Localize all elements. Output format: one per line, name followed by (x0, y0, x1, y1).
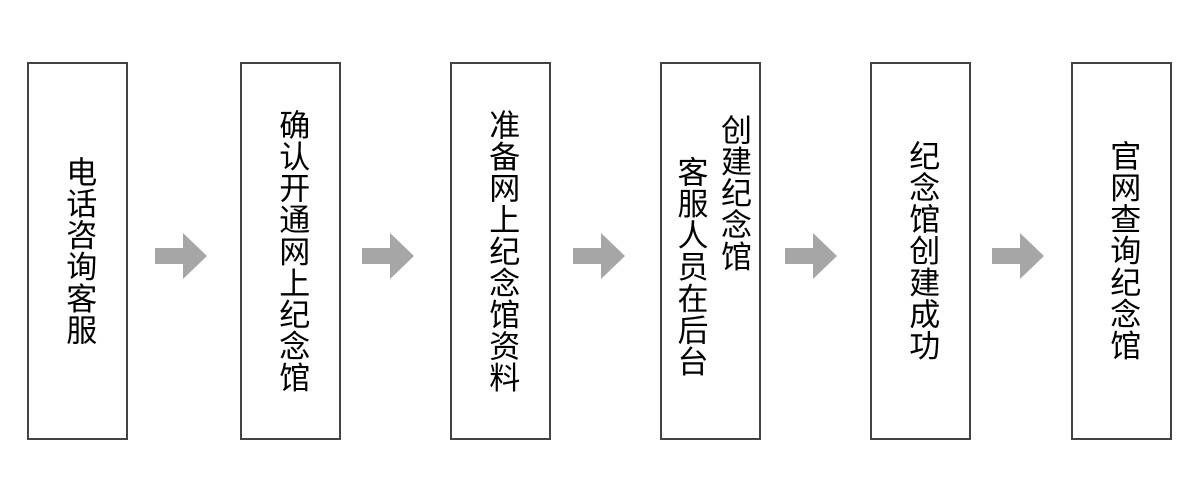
arrow-right-icon (362, 231, 414, 281)
process-node-label: 官网查询纪念馆 (1104, 140, 1141, 362)
arrow-right-icon (992, 231, 1044, 281)
process-node-step-4[interactable]: 创建纪念馆 客服人员在后台 (660, 62, 761, 440)
arrow-right-icon (785, 231, 837, 281)
process-node-label-column-1: 客服人员在后台 (671, 156, 708, 378)
process-node-label: 电话咨询客服 (60, 156, 97, 346)
process-node-label-column-2: 创建纪念馆 (715, 114, 752, 273)
arrow-right-icon (155, 231, 207, 281)
process-node-label: 确认开通网上纪念馆 (273, 108, 310, 394)
process-node-step-2[interactable]: 确认开通网上纪念馆 (240, 62, 341, 440)
process-node-step-5[interactable]: 纪念馆创建成功 (870, 62, 971, 440)
process-node-label: 纪念馆创建成功 (903, 140, 940, 362)
process-node-step-1[interactable]: 电话咨询客服 (27, 62, 128, 440)
process-node-step-3[interactable]: 准备网上纪念馆资料 (450, 62, 551, 440)
arrow-right-icon (573, 231, 625, 281)
process-node-step-6[interactable]: 官网查询纪念馆 (1071, 62, 1172, 440)
process-node-label: 准备网上纪念馆资料 (483, 108, 520, 394)
